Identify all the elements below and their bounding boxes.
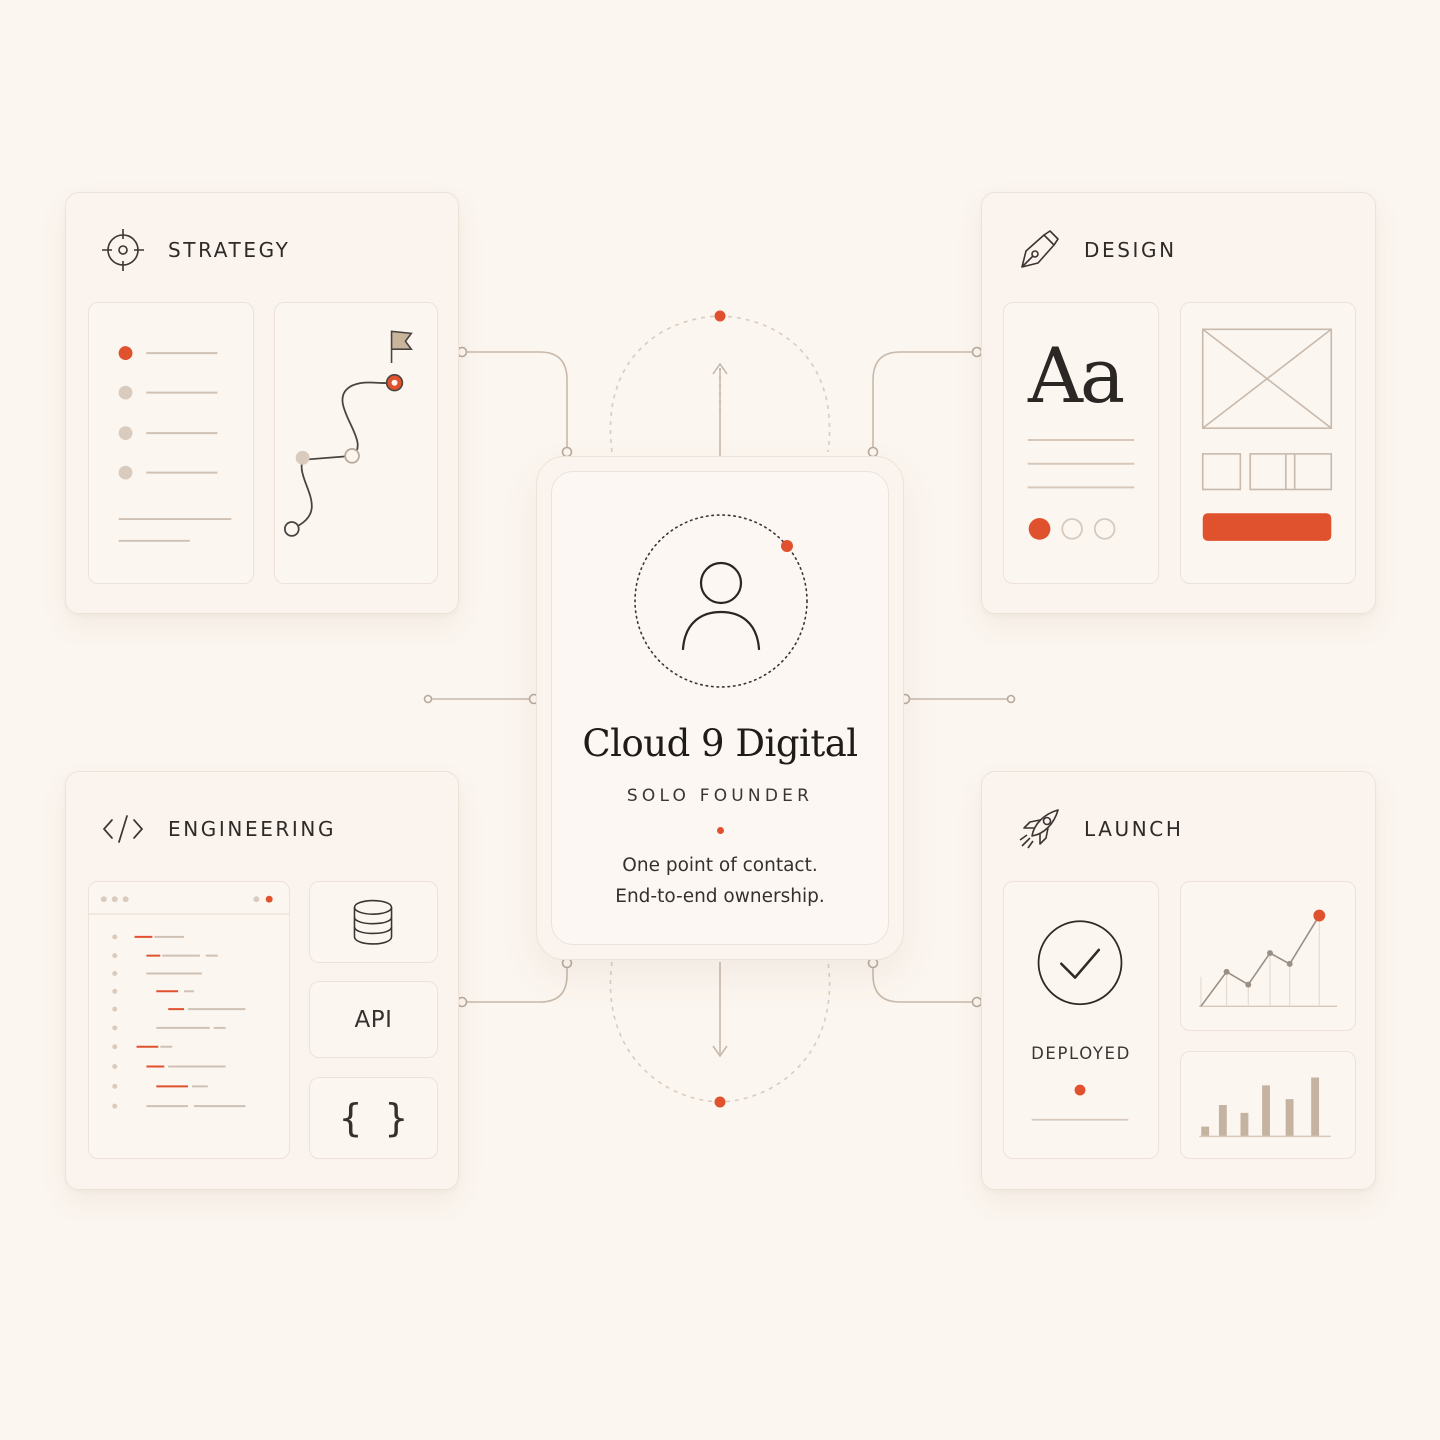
design-typography-panel: Aa — [1003, 302, 1159, 584]
code-editor-panel — [88, 881, 290, 1159]
strategy-card: STRATEGY — [65, 192, 459, 614]
api-panel: API — [309, 981, 438, 1058]
founder-card: Cloud 9 Digital SOLO FOUNDER One point o… — [536, 456, 904, 960]
launch-connector — [872, 963, 977, 1003]
code-icon — [100, 806, 146, 852]
typeface-sample: Aa — [1028, 331, 1125, 420]
deployed-status: DEPLOYED — [1031, 1044, 1131, 1063]
database-panel — [309, 881, 438, 963]
braces-label: { } — [339, 1096, 408, 1140]
launch-card: LAUNCH DEPLOYED — [981, 771, 1376, 1190]
tagline-line-2: End-to-end ownership. — [615, 886, 825, 907]
strategy-checklist-panel — [88, 302, 254, 584]
engineering-card: ENGINEERING — [65, 771, 459, 1190]
person-icon — [634, 514, 808, 688]
launch-label: LAUNCH — [1084, 817, 1184, 841]
check-circle-icon — [1031, 920, 1129, 1121]
engineering-connector — [462, 963, 568, 1003]
braces-panel: { } — [309, 1077, 438, 1159]
api-label: API — [354, 1006, 393, 1033]
growth-bar-panel — [1180, 1051, 1356, 1159]
brand-name: Cloud 9 Digital — [582, 722, 858, 765]
design-label: DESIGN — [1084, 238, 1177, 262]
design-wireframe-panel — [1180, 302, 1356, 584]
top-orbit-dot — [714, 310, 726, 322]
brand-role: SOLO FOUNDER — [626, 786, 814, 806]
strategy-roadmap-panel — [274, 302, 438, 584]
accent-dot — [716, 827, 724, 834]
deploy-status-panel: DEPLOYED — [1003, 881, 1159, 1159]
strategy-label: STRATEGY — [168, 238, 291, 262]
tagline-line-1: One point of contact. — [622, 855, 818, 876]
down-arrow-head — [712, 1045, 728, 1058]
growth-line-panel — [1180, 881, 1356, 1031]
pen-nib-icon — [1016, 227, 1062, 273]
strategy-connector — [462, 351, 568, 452]
database-icon — [353, 899, 393, 945]
brand-tagline: One point of contact. End-to-end ownersh… — [552, 850, 888, 912]
up-arrow-head — [712, 362, 728, 375]
bottom-orbit-dot — [714, 1096, 726, 1108]
design-connector — [872, 351, 977, 452]
design-card: DESIGN Aa — [981, 192, 1376, 614]
crosshair-icon — [100, 227, 146, 273]
rocket-icon — [1016, 806, 1062, 852]
engineering-label: ENGINEERING — [168, 817, 337, 841]
